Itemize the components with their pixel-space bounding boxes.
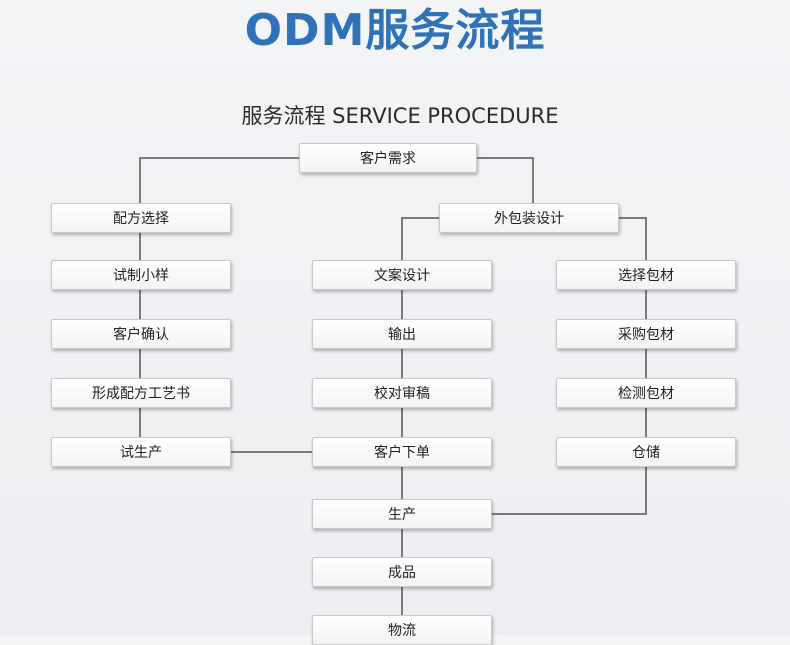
node-right-4: 仓储: [556, 437, 736, 467]
node-left-2: 试制小样: [51, 260, 231, 290]
node-middle-4: 客户下单: [312, 437, 492, 467]
page-title: ODM服务流程: [244, 5, 546, 56]
connector-root-left: [139, 157, 300, 203]
node-right-2: 采购包材: [556, 319, 736, 349]
node-middle-6: 成品: [312, 557, 492, 587]
node-middle-5: 生产: [312, 499, 492, 529]
node-left-1: 配方选择: [51, 203, 231, 233]
connector-root-packaging: [476, 157, 534, 203]
node-right-1: 选择包材: [556, 260, 736, 290]
node-packaging-design: 外包装设计: [439, 203, 619, 233]
node-middle-3: 校对审稿: [312, 378, 492, 408]
connector-packaging-right: [618, 217, 647, 260]
node-customer-demand: 客户需求: [299, 143, 477, 173]
diagram-subtitle: 服务流程 SERVICE PROCEDURE: [241, 104, 559, 128]
node-middle-7: 物流: [312, 615, 492, 645]
node-left-4: 形成配方工艺书: [51, 378, 231, 408]
node-middle-1: 文案设计: [312, 260, 492, 290]
connector-storage-production: [492, 467, 647, 515]
node-middle-2: 输出: [312, 319, 492, 349]
node-right-3: 检测包材: [556, 378, 736, 408]
node-left-5: 试生产: [51, 437, 231, 467]
connector-packaging-middle: [401, 217, 440, 260]
node-left-3: 客户确认: [51, 319, 231, 349]
